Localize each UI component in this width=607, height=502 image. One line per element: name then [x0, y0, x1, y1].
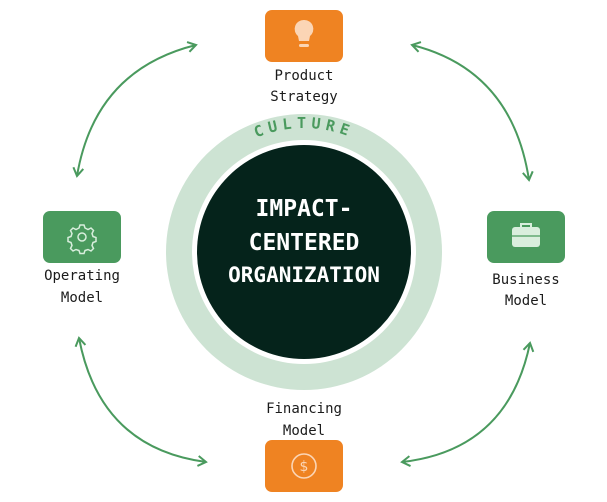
node-label: Model	[283, 423, 325, 439]
arrow-product-business	[410, 41, 534, 182]
arrow-product-operating	[72, 41, 198, 178]
arrow-operating-financing	[74, 336, 208, 467]
arrow-business-financing	[400, 341, 535, 467]
node-label: Financing	[266, 401, 342, 417]
core-title-line1: IMPACT-	[256, 196, 353, 222]
svg-text:$: $	[300, 459, 309, 475]
node-label: Model	[61, 290, 103, 306]
node-label: Model	[505, 293, 547, 309]
node-financing-model[interactable]: Financing Model $	[265, 401, 343, 492]
node-product-strategy[interactable]: Product Strategy	[265, 10, 343, 105]
lightbulb-icon	[294, 19, 314, 47]
node-label: Product	[274, 68, 333, 84]
dollar-coin-icon: $	[291, 453, 317, 479]
node-label: Strategy	[270, 89, 337, 105]
gear-icon	[67, 224, 97, 255]
briefcase-icon	[512, 223, 540, 247]
core-title-line3: ORGANIZATION	[228, 263, 380, 287]
node-business-model[interactable]: Business Model	[487, 211, 565, 309]
node-label: Business	[492, 272, 559, 288]
core-title-line2: CENTERED	[249, 230, 360, 256]
node-operating-model[interactable]: Operating Model	[43, 211, 121, 306]
node-label: Operating	[44, 268, 120, 284]
core-circle	[197, 145, 411, 359]
